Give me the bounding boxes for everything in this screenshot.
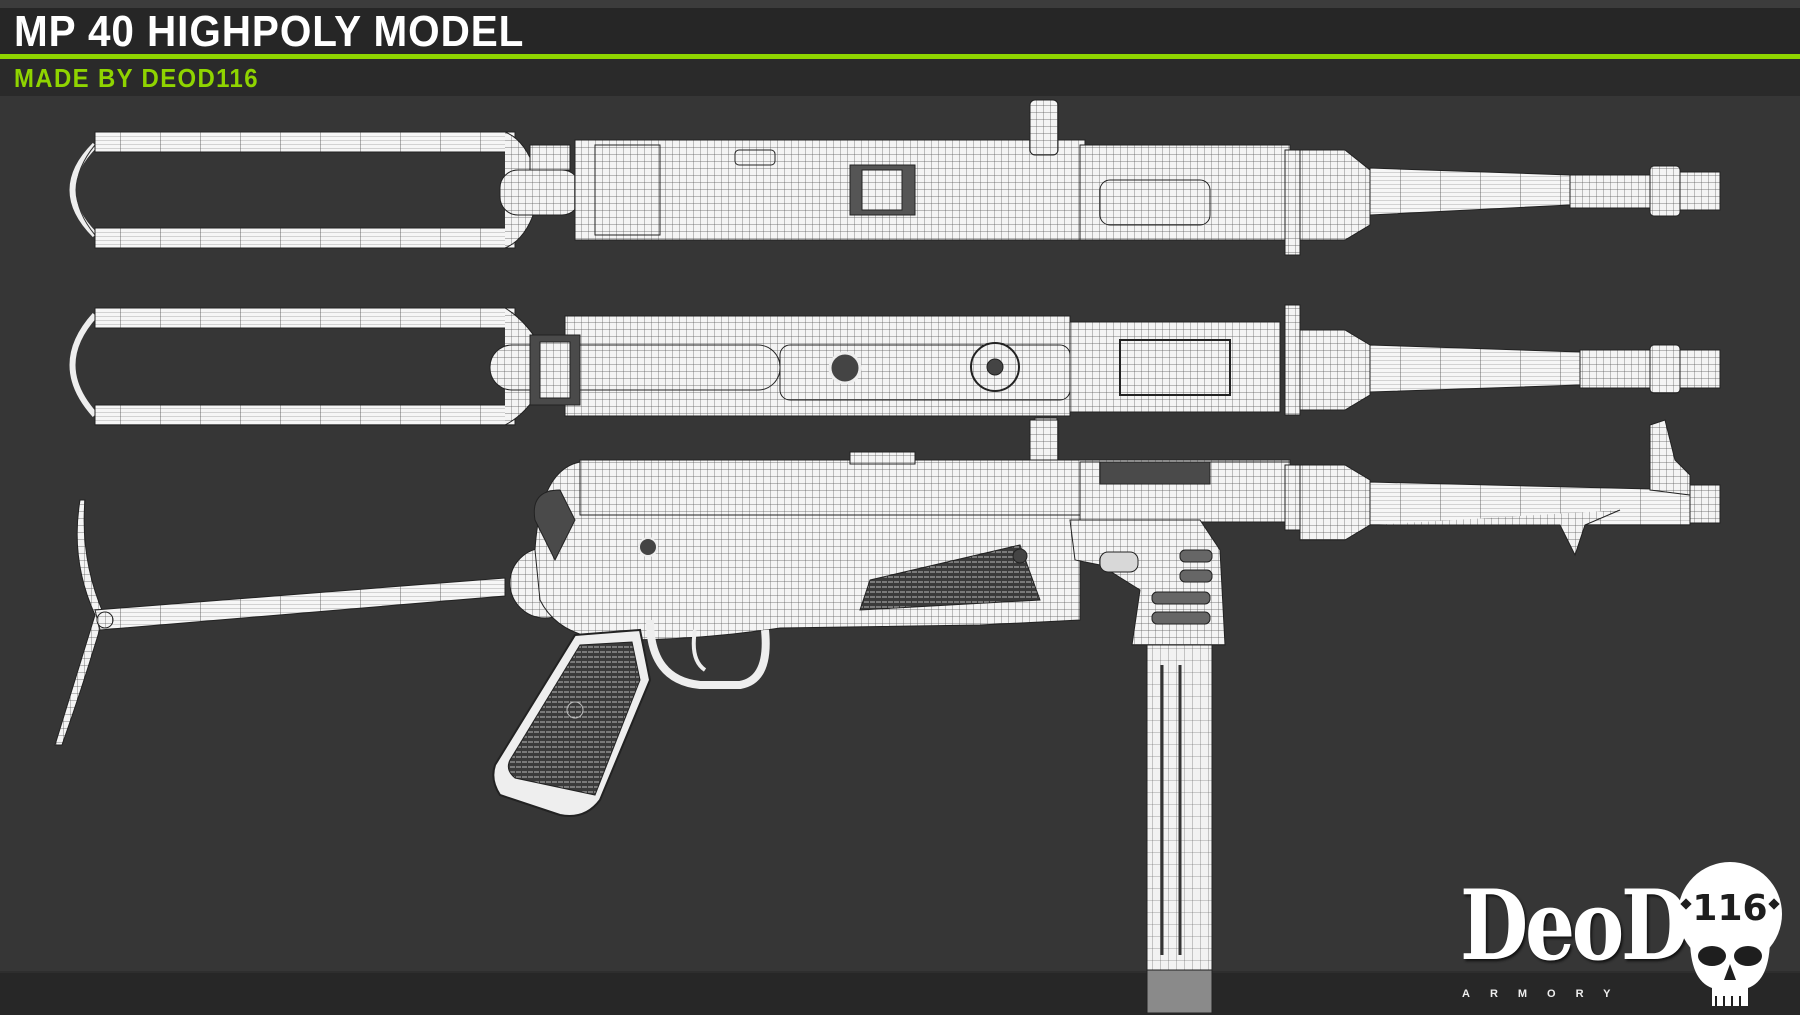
subtitle-bar: MADE BY DEOD116 [0,59,1800,96]
top-strip [0,0,1800,8]
badge-number: 116 [1692,888,1767,929]
bottom-view [69,304,1721,444]
top-view [69,99,1721,256]
title-bar: MP 40 HIGHPOLY MODEL [0,8,1800,54]
bottom-bar [0,971,1800,1015]
author-credit: MADE BY DEOD116 [14,63,259,93]
logo-subtext: ARMORY [1462,988,1631,1000]
logo-wordmark: DeoD [1460,869,1689,982]
accent-divider [0,54,1800,59]
deod-armory-logo: DeoD ARMORY 116 [1450,860,1800,1010]
skull-icon: 116 [1678,862,1782,1006]
page-title: MP 40 HIGHPOLY MODEL [14,7,525,56]
side-view [54,419,1721,1013]
